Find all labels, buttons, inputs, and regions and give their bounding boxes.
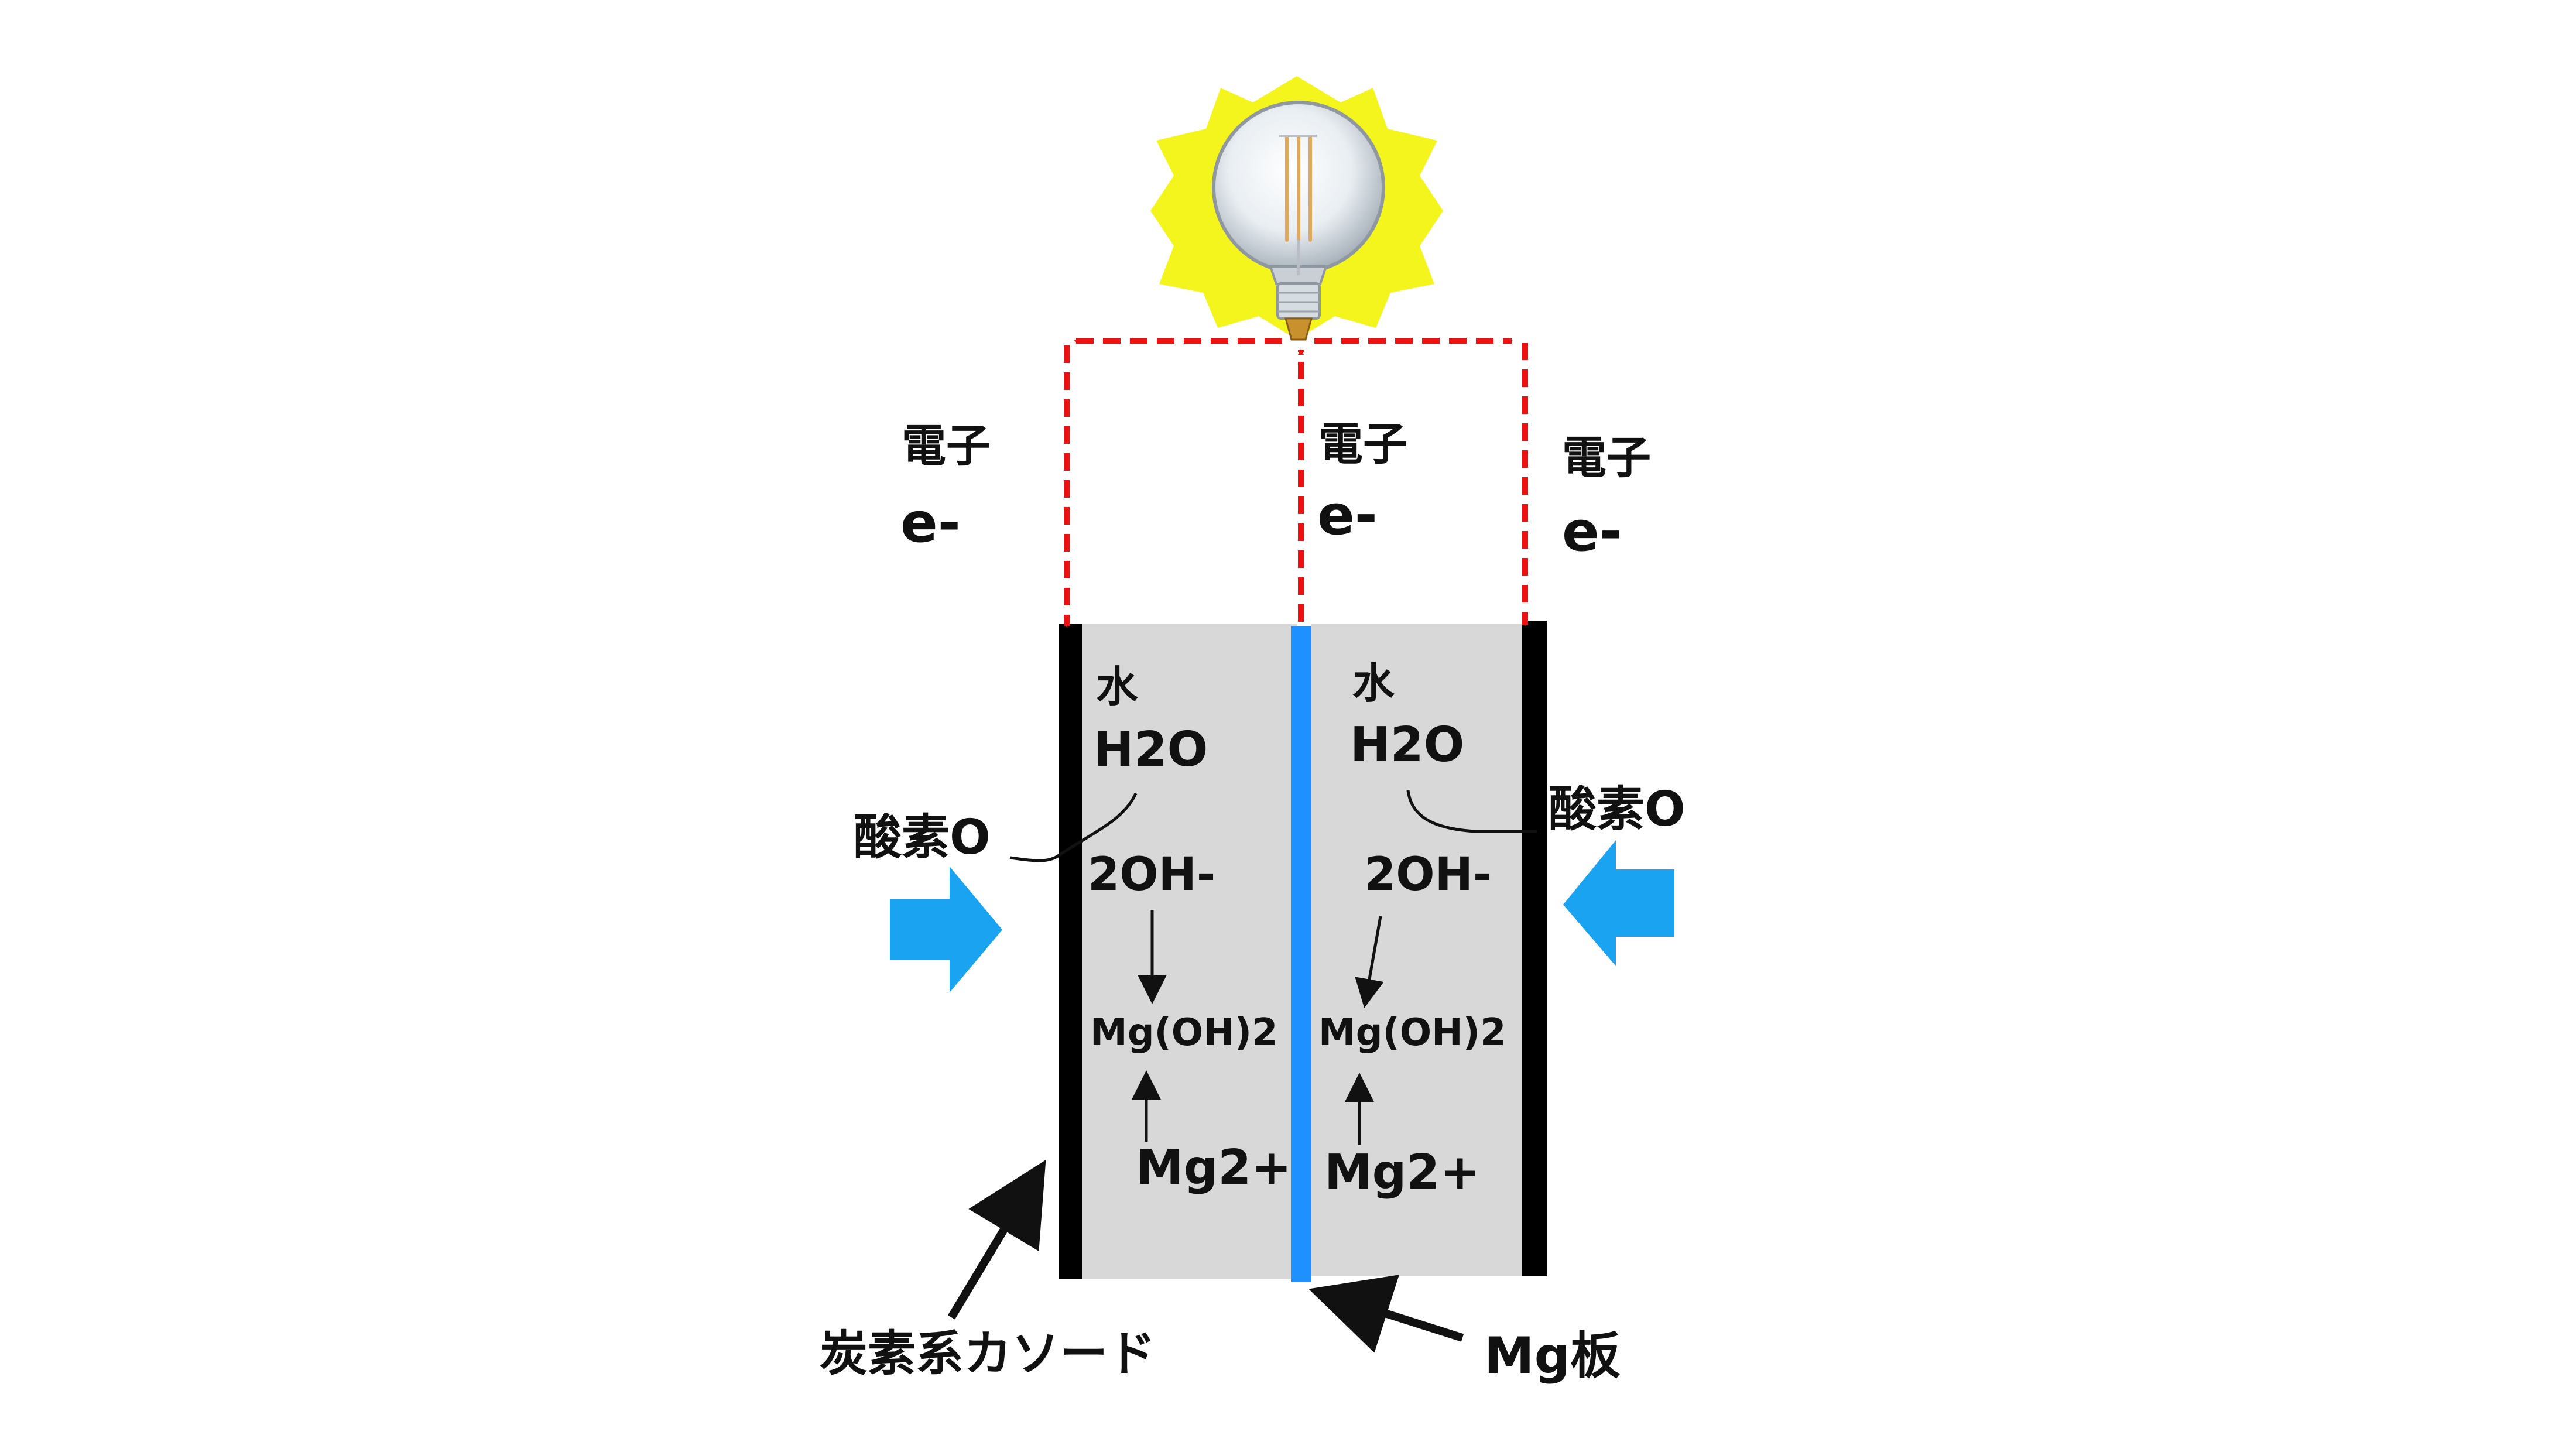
mg-plate-label: Mg板 xyxy=(1484,1327,1621,1385)
electron-left-label: 電子 xyxy=(902,420,991,472)
left-water-label: 水 xyxy=(1096,662,1139,711)
left-magnesium-ion: Mg2+ xyxy=(1136,1140,1292,1196)
cathode-right xyxy=(1522,621,1547,1276)
cathode-pointer-arrow xyxy=(947,1159,1046,1320)
right-oxygen-leader xyxy=(1406,790,1537,833)
mg-plate xyxy=(1291,626,1311,1282)
electron-right-symbol: e- xyxy=(1562,500,1622,564)
right-water-formula: H2O xyxy=(1350,717,1464,773)
cathode-left xyxy=(1059,624,1082,1279)
light-bulb xyxy=(1150,76,1443,341)
cathode-label: 炭素系カソード xyxy=(820,1326,1156,1382)
left-hydroxide: 2OH- xyxy=(1088,848,1215,901)
electron-path xyxy=(1064,338,1528,628)
left-hydroxide-product: Mg(OH)2 xyxy=(1090,1011,1278,1054)
electrolyte-right xyxy=(1311,624,1522,1276)
oxygen-arrow-left xyxy=(890,867,1002,992)
right-oxygen-label: 酸素O xyxy=(1549,782,1686,837)
left-oxygen-label: 酸素O xyxy=(854,810,991,865)
electron-center-label: 電子 xyxy=(1318,418,1407,470)
electron-right-label: 電子 xyxy=(1562,432,1651,484)
electron-center-symbol: e- xyxy=(1317,484,1378,547)
right-hydroxide-arrow xyxy=(1355,916,1384,1008)
right-hydroxide: 2OH- xyxy=(1364,848,1492,901)
oxygen-arrow-right xyxy=(1563,840,1674,966)
right-hydroxide-product: Mg(OH)2 xyxy=(1318,1011,1506,1054)
right-water-label: 水 xyxy=(1352,659,1395,708)
right-magnesium-ion: Mg2+ xyxy=(1324,1145,1480,1200)
electron-left-symbol: e- xyxy=(900,491,961,555)
left-oxygen-leader xyxy=(1009,792,1138,862)
electrolyte-left xyxy=(1059,624,1297,1279)
light-bulb-icon xyxy=(1212,101,1385,341)
left-water-formula: H2O xyxy=(1094,722,1208,778)
mg-plate-pointer-arrow xyxy=(1308,1275,1464,1353)
